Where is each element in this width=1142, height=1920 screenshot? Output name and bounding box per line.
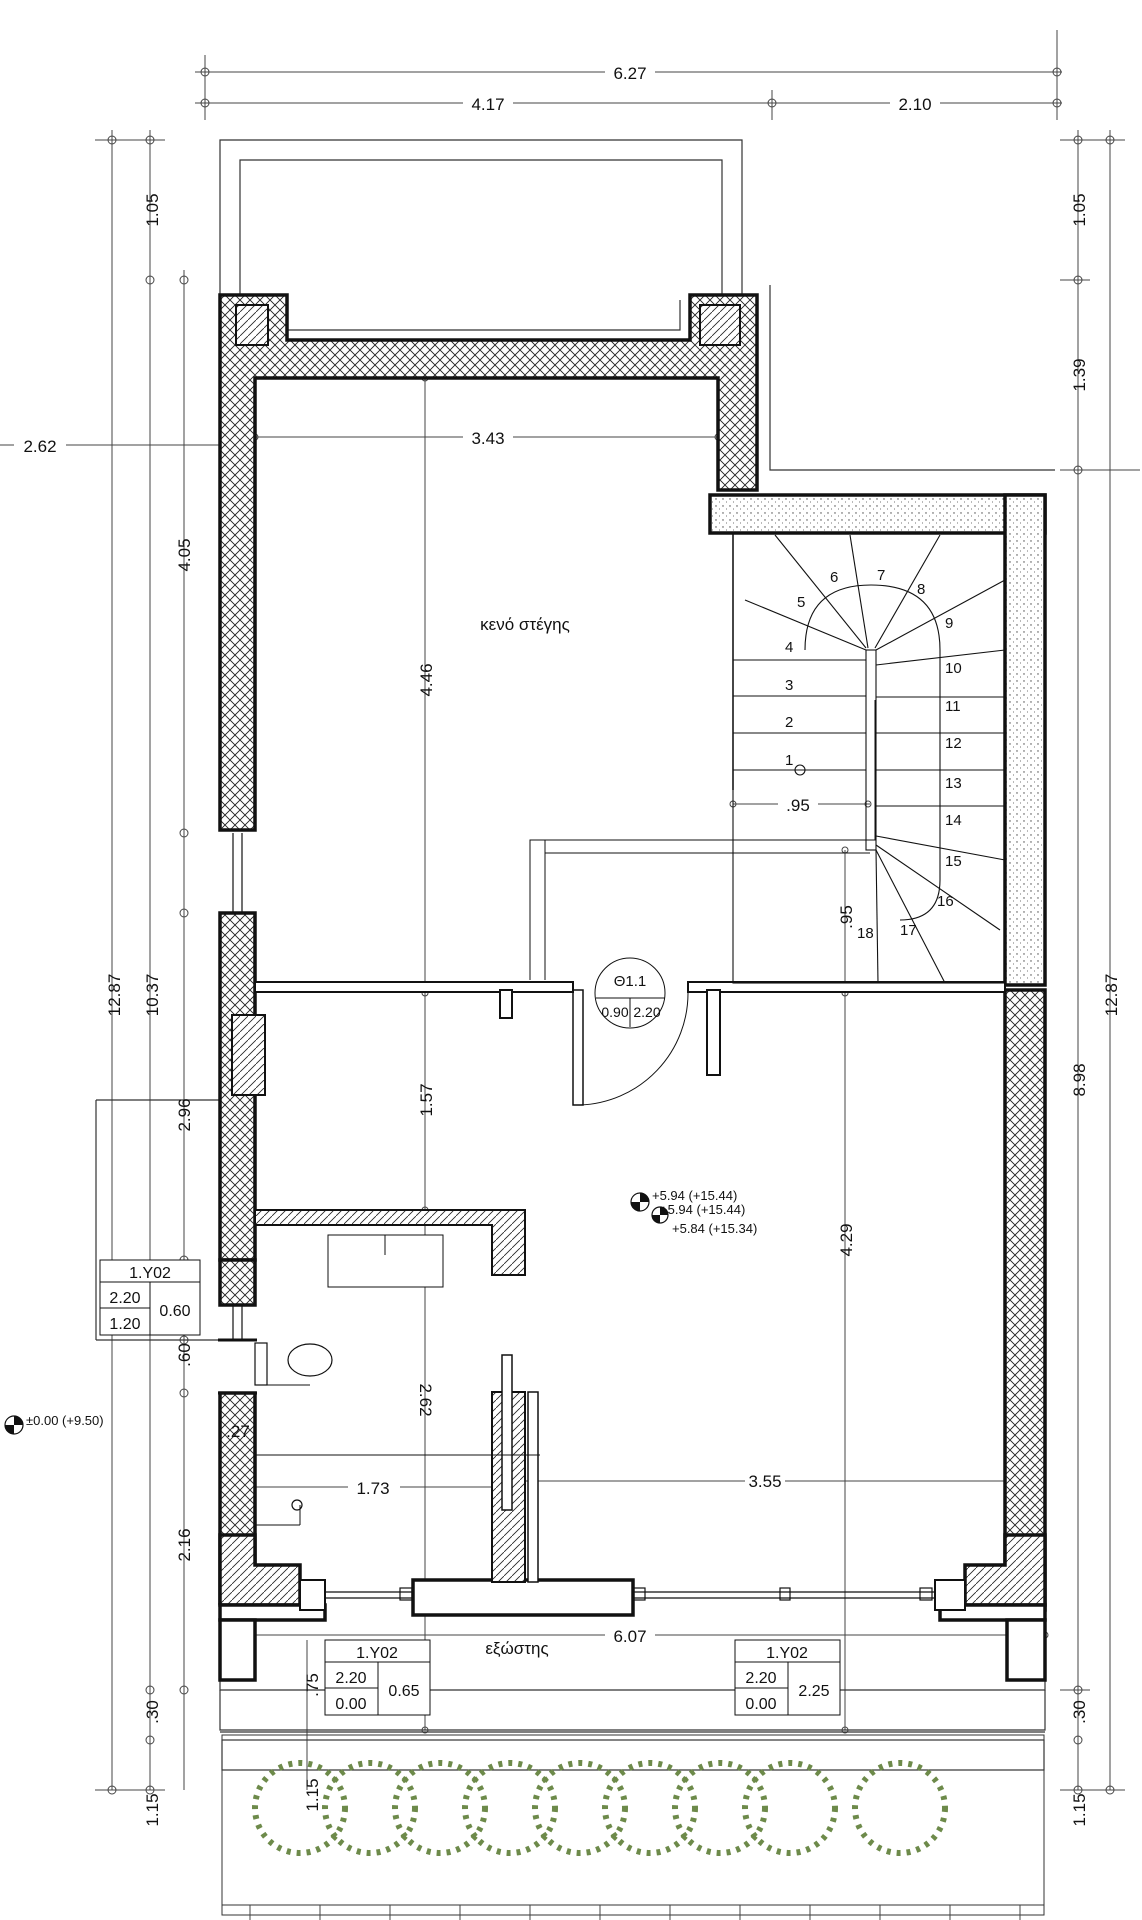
door-tag xyxy=(594,957,666,1029)
level-marker-icon xyxy=(651,1206,669,1224)
dim-bottom-1-15: 1.15 xyxy=(303,1778,322,1811)
level-marker-icon xyxy=(630,1192,650,1212)
window-tag-3-bottom: 0.00 xyxy=(745,1696,776,1713)
door xyxy=(529,700,876,1106)
svg-text:6: 6 xyxy=(830,569,838,586)
svg-text:15: 15 xyxy=(945,853,962,870)
level-1: +5.94 (+15.44) xyxy=(652,1188,737,1203)
level-ground: ±0.00 (+9.50) xyxy=(26,1413,104,1428)
window-tag-2 xyxy=(324,1639,431,1716)
window-tag-1-top: 2.20 xyxy=(109,1290,140,1307)
window-tag-1-bottom: 1.20 xyxy=(109,1316,140,1333)
svg-text:7: 7 xyxy=(877,567,885,584)
window-tag-3-width: 2.25 xyxy=(798,1683,829,1700)
svg-text:8: 8 xyxy=(917,581,925,598)
stair xyxy=(732,532,1006,984)
svg-text:12: 12 xyxy=(945,735,962,752)
svg-text:2: 2 xyxy=(785,714,793,731)
door-tag-width: 0.90 xyxy=(601,1004,628,1020)
dim-right-0-30: .30 xyxy=(1070,1700,1089,1724)
dim-stair-h: .95 xyxy=(786,796,810,815)
svg-text:3: 3 xyxy=(785,677,793,694)
svg-text:9: 9 xyxy=(945,615,953,632)
dim-top-total: 6.27 xyxy=(613,64,646,83)
dim-top-left: 4.17 xyxy=(471,95,504,114)
dim-outer-left: 2.62 xyxy=(23,437,56,456)
svg-text:5: 5 xyxy=(797,594,805,611)
svg-text:14: 14 xyxy=(945,812,962,829)
stair-numbers: 1 2 3 4 5 6 7 8 9 10 11 12 13 14 15 16 1… xyxy=(785,567,962,942)
railing-posts xyxy=(249,1905,1021,1920)
window-tag-2-top: 2.20 xyxy=(335,1670,366,1687)
label-balcony: εξώστης xyxy=(485,1639,548,1658)
dimension-labels: 6.27 4.17 2.10 2.62 12.87 10.37 1.05 4.0… xyxy=(14,62,1121,1827)
dim-left-0-60: .60 xyxy=(175,1343,194,1367)
window-tag-2-width: 0.65 xyxy=(388,1683,419,1700)
plants xyxy=(252,1760,948,1856)
walls xyxy=(218,293,1047,1682)
svg-text:4: 4 xyxy=(785,639,793,656)
dim-left-outer-total: 12.87 xyxy=(105,974,124,1017)
svg-text:16: 16 xyxy=(937,893,954,910)
dim-mid-0-27: .27 xyxy=(226,1422,250,1441)
dim-stair-v: .95 xyxy=(837,905,856,929)
dim-mid-1-73: 1.73 xyxy=(356,1479,389,1498)
dimension-lines xyxy=(0,30,1140,1795)
window-tag-3-top: 2.20 xyxy=(745,1670,776,1687)
window-tag-1-code: 1.Y02 xyxy=(129,1265,171,1282)
dim-left-2-96: 2.96 xyxy=(175,1098,194,1131)
window-tag-3-code: 1.Y02 xyxy=(766,1645,808,1662)
label-roof-void: κενό στέγης xyxy=(480,615,570,634)
dim-left-2-16: 2.16 xyxy=(175,1528,194,1561)
dim-right-top: 1.05 xyxy=(1070,193,1089,226)
svg-text:13: 13 xyxy=(945,775,962,792)
dim-bottom-6-07: 6.07 xyxy=(613,1627,646,1646)
level-3: +5.84 (+15.34) xyxy=(672,1221,757,1236)
level-markers xyxy=(4,1192,669,1435)
dim-left-mid-total: 10.37 xyxy=(143,974,162,1017)
dim-left-top: 1.05 xyxy=(143,193,162,226)
svg-text:18: 18 xyxy=(857,925,874,942)
dim-bottom-0-75: .75 xyxy=(303,1673,322,1697)
level-marker-icon xyxy=(4,1415,24,1435)
window-tag-2-code: 1.Y02 xyxy=(356,1645,398,1662)
window-tag-2-bottom: 0.00 xyxy=(335,1696,366,1713)
planter xyxy=(221,1734,1045,1916)
svg-text:17: 17 xyxy=(900,922,917,939)
window-tag-1-width: 0.60 xyxy=(159,1303,190,1320)
dim-mid-3-55: 3.55 xyxy=(748,1472,781,1491)
dim-right-1-15: 1.15 xyxy=(1070,1793,1089,1826)
door-tag-code: Θ1.1 xyxy=(614,973,647,990)
dim-left-1-15: 1.15 xyxy=(143,1793,162,1826)
window-tag-3 xyxy=(734,1639,841,1716)
dim-left-0-30: .30 xyxy=(143,1700,162,1724)
dim-room-depth: 4.46 xyxy=(417,663,436,696)
dim-room-width: 3.43 xyxy=(471,429,504,448)
dim-mid-2-62: 2.62 xyxy=(416,1383,435,1416)
interior-walls xyxy=(254,981,1006,1583)
window-tag-1 xyxy=(99,1259,201,1336)
dim-right-outer-total: 12.87 xyxy=(1102,974,1121,1017)
svg-text:10: 10 xyxy=(945,660,962,677)
dim-mid-4-29: 4.29 xyxy=(837,1223,856,1256)
svg-text:1: 1 xyxy=(785,752,793,769)
level-2: +5.94 (+15.44) xyxy=(660,1202,745,1217)
door-tag-height: 2.20 xyxy=(633,1004,660,1020)
dim-right-1-39: 1.39 xyxy=(1070,358,1089,391)
dim-top-right: 2.10 xyxy=(898,95,931,114)
windows xyxy=(218,833,935,1601)
dim-right-8-98: 8.98 xyxy=(1070,1063,1089,1096)
dim-left-4-05: 4.05 xyxy=(175,538,194,571)
svg-text:11: 11 xyxy=(945,698,961,715)
dim-mid-1-57: 1.57 xyxy=(417,1083,436,1116)
